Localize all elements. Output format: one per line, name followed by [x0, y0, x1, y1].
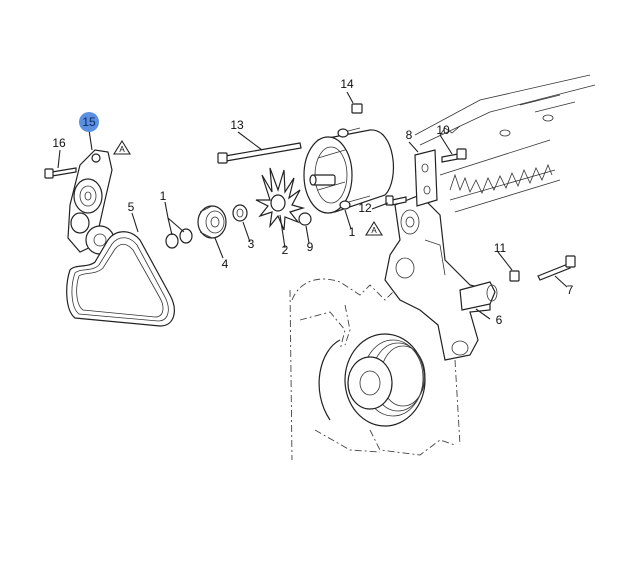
callout-8[interactable]: 8: [406, 128, 413, 142]
engine-block-outline: [289, 278, 461, 461]
svg-text:A: A: [371, 226, 377, 235]
callout-3[interactable]: 3: [248, 237, 255, 251]
svg-text:A: A: [119, 145, 125, 154]
bolt-7: [537, 263, 571, 281]
callout-13[interactable]: 13: [230, 118, 244, 132]
callout-16[interactable]: 16: [52, 136, 66, 150]
leader-lines: [57, 91, 568, 320]
bolts: [44, 103, 576, 282]
callout-14[interactable]: 14: [340, 77, 354, 91]
nut-11: [509, 270, 520, 282]
washer-1a: [179, 228, 193, 244]
alternator-fan: [255, 167, 306, 231]
highlight-circle: [79, 112, 99, 132]
bolt-10: [441, 153, 459, 163]
callout-5[interactable]: 5: [128, 200, 135, 214]
washer-3: [232, 204, 248, 222]
bolt-13: [224, 142, 302, 162]
warning-triangle-icon-1: A: [113, 139, 131, 155]
callout-7[interactable]: 7: [567, 283, 574, 297]
callout-4[interactable]: 4: [222, 257, 229, 271]
belt-tensioner: [67, 149, 115, 255]
bolt-16: [51, 167, 77, 177]
alternator-bracket: [384, 194, 498, 361]
callout-labels: 15 16 1 5 13 14 8 10 12 11 7 6 4 3 2 9 1: [52, 77, 573, 327]
callout-1-left[interactable]: 1: [160, 189, 167, 203]
callout-9[interactable]: 9: [307, 240, 314, 254]
warning-triangle-icon-2: A: [365, 220, 383, 236]
callout-12[interactable]: 12: [358, 201, 372, 215]
engine-top-ribs: [414, 74, 596, 213]
poly-v-belt: [66, 231, 175, 327]
crankshaft-pulley: [318, 333, 426, 427]
nut-9: [298, 212, 312, 226]
nut-14: [351, 103, 363, 114]
callout-2[interactable]: 2: [282, 243, 289, 257]
nut-1b: [165, 233, 179, 249]
alternator: [303, 127, 438, 214]
callout-11[interactable]: 11: [494, 241, 507, 255]
callout-15[interactable]: 15: [82, 115, 96, 129]
callout-10[interactable]: 10: [436, 123, 450, 137]
callout-1-right[interactable]: 1: [349, 225, 356, 239]
small-parts: [165, 204, 312, 249]
callout-6[interactable]: 6: [496, 313, 503, 327]
